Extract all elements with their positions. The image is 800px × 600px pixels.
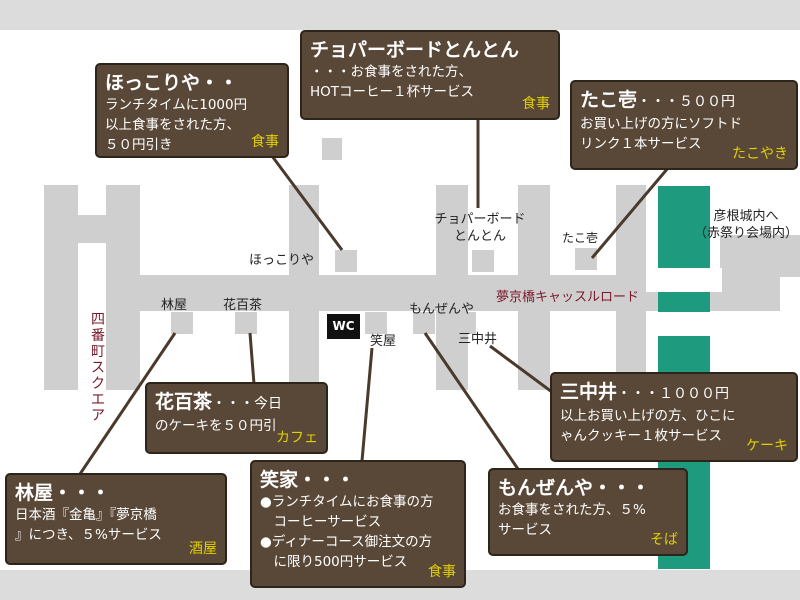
label-monzenya: もんぜんや (409, 302, 475, 317)
callout-line: のケーキを５０円引 (155, 418, 277, 434)
callout-line: 』につき、５%サービス (15, 527, 162, 543)
callout-line: サービス (498, 522, 552, 538)
callout-line: ゃんクッキー１枚サービス (560, 428, 722, 444)
shop-marker-rinya (171, 312, 193, 334)
callout-title: たこ壱・・・５００円 (580, 89, 736, 111)
callout-line: お食事をされた方、５% (498, 502, 646, 518)
callout-line: リンク１本サービス (580, 136, 702, 152)
road-horizontal-upper (44, 215, 140, 243)
callout-title: 笑家・・・ (260, 469, 356, 491)
category-tag: 酒屋 (189, 541, 217, 557)
callout-line: ５０円引き (105, 137, 173, 153)
label-shoya: 笑屋 (370, 334, 397, 349)
label-kahyakucha: 花百茶 (223, 298, 263, 313)
category-tag: そば (650, 532, 678, 548)
category-tag: たこやき (732, 146, 788, 162)
shop-marker-kahyakucha (235, 312, 257, 334)
callout-shoya: 笑家・・・ ●ランチタイムにお食事の方 コーヒーサービス ●ディナーコース御注文… (250, 460, 466, 588)
callout-line: ●ランチタイムにお食事の方 (260, 494, 434, 510)
callout-title: もんぜんや・・・ (498, 477, 651, 499)
callout-line: ランチタイムに1000円 (105, 97, 248, 113)
leader-sanchui (489, 344, 553, 394)
shop-marker-hokkoriya (335, 250, 357, 272)
callout-hokkoriya: ほっこりや・・ ランチタイムに1000円 以上食事をされた方、 ５０円引き 食事 (95, 63, 289, 158)
callout-kahyakucha: 花百茶・・・今日 のケーキを５０円引 カフェ (145, 382, 328, 454)
road-castle-bend (720, 235, 800, 277)
callout-title: 林屋・・・ (15, 482, 111, 504)
leader-hokkoriya (270, 155, 344, 251)
shop-marker-takoichi (575, 248, 597, 270)
category-tag: 食事 (428, 564, 456, 580)
callout-line: 日本酒『金亀』『夢京橋 (15, 507, 157, 523)
callout-title: 花百茶・・・今日 (155, 391, 283, 413)
castle-bridge-gap-lower (646, 312, 722, 336)
shop-marker-choppa (472, 250, 494, 272)
callout-monzenya: もんぜんや・・・ お食事をされた方、５% サービス そば (488, 468, 688, 556)
callout-line: 以上お買い上げの方、ひこに (560, 408, 736, 424)
castle-bridge-gap (646, 268, 722, 292)
category-tag: 食事 (522, 96, 550, 112)
leader-takoichi (590, 167, 670, 259)
leader-shoya (360, 347, 374, 462)
callout-sanchui: 三中井・・・１０００円 以上お買い上げの方、ひこに ゃんクッキー１枚サービス ケ… (550, 372, 798, 462)
callout-line: HOTコーヒー１杯サービス (310, 84, 475, 100)
label-castle: 彦根城内へ （赤祭り会場内） (694, 209, 798, 241)
street-label-yumekyobashi: 夢京橋キャッスルロード (496, 290, 640, 305)
callout-line: ●ディナーコース御注文の方 (260, 534, 433, 550)
shop-marker-shoya (365, 312, 387, 334)
callout-line: お買い上げの方にソフトド (580, 116, 742, 132)
callout-rinya: 林屋・・・ 日本酒『金亀』『夢京橋 』につき、５%サービス 酒屋 (5, 473, 227, 565)
top-margin (0, 0, 800, 30)
shop-marker-sanchui (454, 312, 476, 334)
callout-line: コーヒーサービス (260, 514, 382, 530)
callout-title: チョパーボードとんとん (310, 39, 520, 61)
category-tag: 食事 (251, 134, 279, 150)
leader-monzenya (423, 332, 520, 470)
callout-choppa-tonton: チョパーボードとんとん ・・・お食事をされた方、 HOTコーヒー１杯サービス 食… (300, 30, 560, 120)
label-choppa: チョパーボード とんとん (434, 212, 526, 244)
street-label-yonbancho: 四番町スクエア (91, 312, 105, 424)
callout-takoichi: たこ壱・・・５００円 お買い上げの方にソフトド リンク１本サービス たこやき (570, 80, 798, 170)
shop-marker-monzenya (413, 312, 435, 334)
callout-title: ほっこりや・・ (105, 72, 239, 94)
callout-line: 以上食事をされた方、 (105, 117, 240, 133)
restroom-sign: WC (327, 314, 360, 339)
category-tag: ケーキ (746, 438, 788, 454)
small-block (322, 138, 342, 160)
label-sanchui: 三中井 (458, 332, 498, 347)
category-tag: カフェ (276, 430, 318, 446)
callout-line: に限り500円サービス (260, 554, 408, 570)
label-rinya: 林屋 (161, 298, 188, 313)
leader-rinya (78, 332, 177, 475)
callout-line: ・・・お食事をされた方、 (310, 64, 472, 80)
label-hokkoriya: ほっこりや (249, 253, 315, 268)
leader-kahyakucha (248, 332, 256, 385)
callout-title: 三中井・・・１０００円 (560, 381, 730, 403)
label-takoichi: たこ壱 (562, 231, 599, 245)
